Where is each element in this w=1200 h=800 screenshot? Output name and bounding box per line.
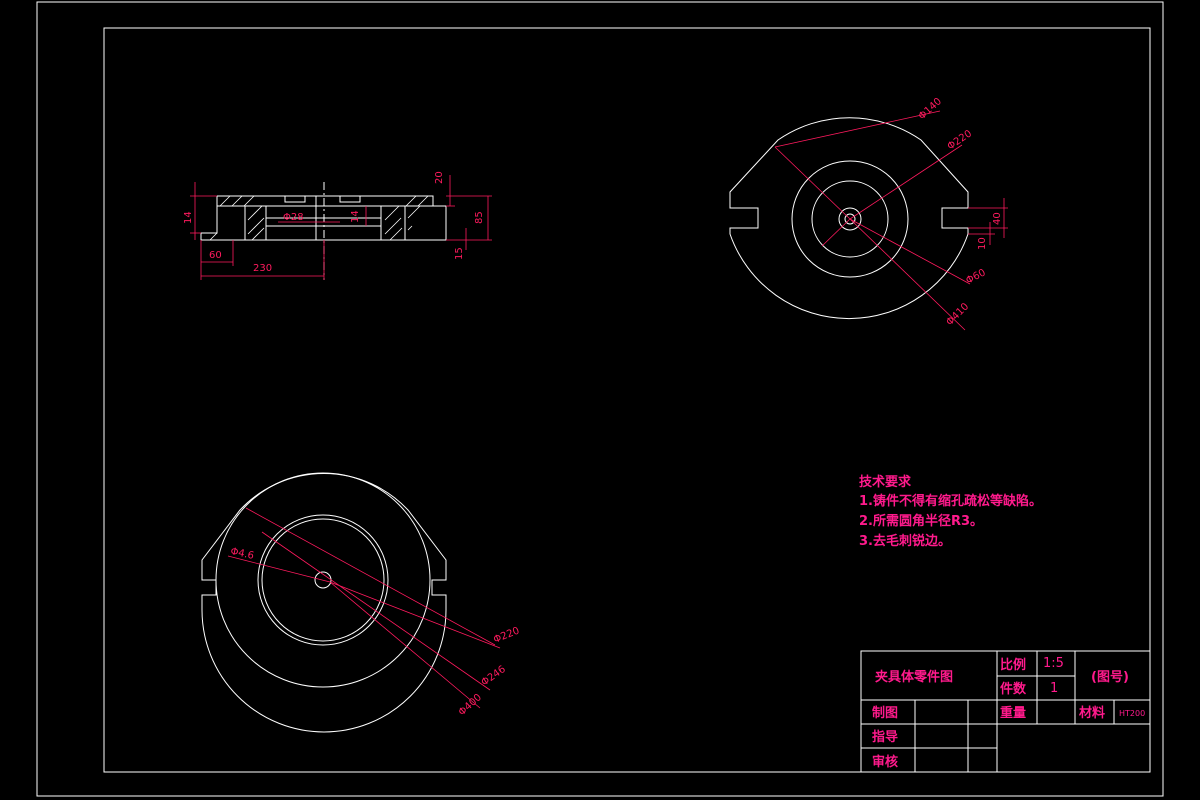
section-hatching [209, 195, 429, 241]
count-value: 1 [1050, 681, 1058, 696]
dim-w60: 60 [209, 250, 222, 261]
material-label: 材料 [1079, 705, 1105, 721]
scale-label: 比例 [1000, 657, 1026, 673]
tech-req-item-1: 1.铸件不得有缩孔疏松等缺陷。 [859, 493, 1042, 509]
drawn-by-label: 制图 [872, 705, 898, 721]
dim-w230: 230 [253, 263, 272, 274]
weight-label: 重量 [1000, 705, 1026, 721]
drawing-number: (图号) [1091, 670, 1129, 685]
section-dimensions [190, 175, 492, 280]
dim-h85: 85 [474, 211, 485, 224]
scale-value: 1:5 [1043, 656, 1064, 671]
outer-sheet-border [36, 1, 1164, 797]
dim-d28: Φ28 [283, 212, 304, 223]
bottom-view [201, 472, 447, 733]
dim-w10: 10 [977, 237, 988, 250]
count-label: 件数 [1000, 681, 1027, 697]
top-view [729, 117, 969, 320]
top-view-dimensions [774, 110, 1008, 331]
guided-by-label: 指导 [872, 729, 898, 745]
tech-req-item-2: 2.所需圆角半径R3。 [859, 513, 983, 529]
reviewed-by-label: 审核 [872, 754, 898, 770]
technical-requirements: 技术要求 1.铸件不得有缩孔疏松等缺陷。 2.所需圆角半径R3。 3.去毛刺锐边… [859, 474, 1042, 549]
drawing-name: 夹具体零件图 [875, 669, 953, 685]
bottom-view-dimensions [227, 507, 501, 709]
dim-d4-6: Φ4.6 [229, 546, 255, 562]
material-value: HT200 [1119, 709, 1145, 718]
tech-req-title: 技术要求 [859, 474, 912, 490]
dim-h20: 20 [434, 171, 445, 184]
dim-w40: 40 [992, 212, 1003, 225]
dim-h15: 15 [454, 247, 465, 260]
dim-h14-mid: 14 [350, 210, 361, 223]
title-block [860, 650, 1151, 773]
tech-req-item-3: 3.去毛刺锐边。 [859, 533, 951, 549]
inner-drawing-frame [103, 27, 1151, 773]
dim-h14-left: 14 [183, 211, 194, 224]
